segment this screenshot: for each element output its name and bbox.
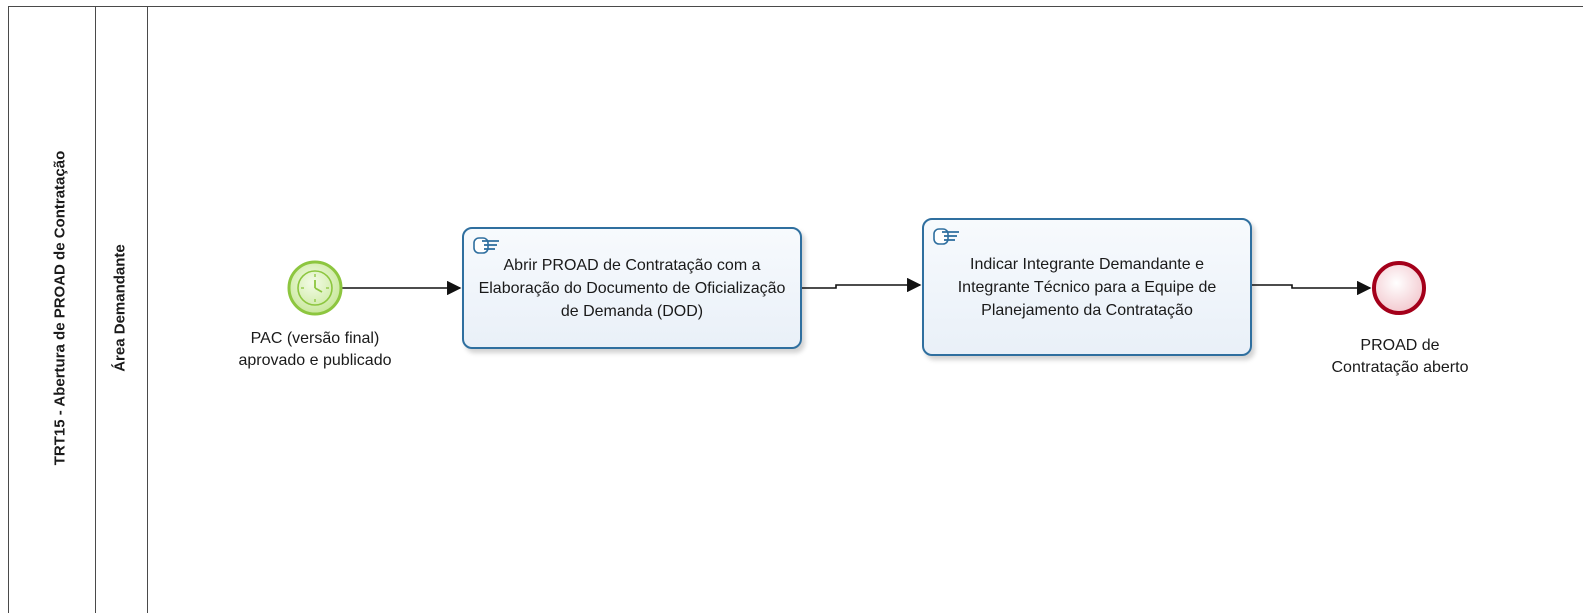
end-event[interactable]	[1372, 261, 1426, 315]
task-label: Abrir PROAD de Contratação com a Elabora…	[478, 256, 786, 320]
clock-icon	[301, 274, 329, 302]
start-event-label: PAC (versão final) aprovado e publicado	[238, 330, 392, 369]
task-label: Indicar Integrante Demandante e Integran…	[957, 255, 1217, 319]
timer-start-event[interactable]	[287, 260, 343, 316]
sequence-flow-task1-to-task2[interactable]	[802, 277, 922, 293]
lane-header	[96, 6, 148, 613]
user-task-icon	[933, 228, 959, 245]
user-task-icon	[473, 237, 499, 254]
pool	[8, 6, 1583, 613]
sequence-flow-task2-to-end[interactable]	[1252, 280, 1372, 296]
end-event-label: PROAD de Contratação aberto	[1331, 337, 1469, 376]
pool-header	[8, 6, 96, 613]
task-indicate-integrants[interactable]: Indicar Integrante Demandante e Integran…	[922, 218, 1252, 356]
task-open-proad[interactable]: Abrir PROAD de Contratação com a Elabora…	[462, 227, 802, 349]
